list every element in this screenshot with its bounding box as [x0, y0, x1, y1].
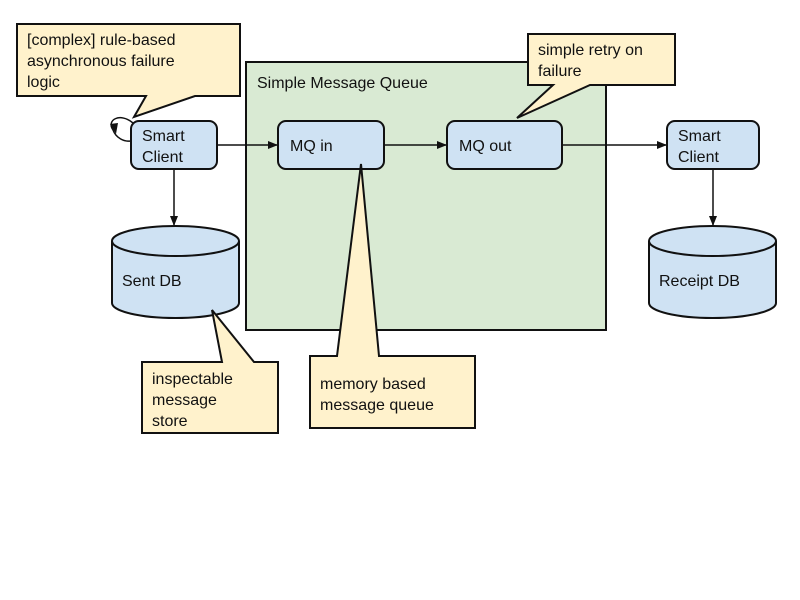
- node-mq-in[interactable]: MQ in: [277, 120, 385, 170]
- node-label: Client: [142, 149, 183, 166]
- group-label: Simple Message Queue: [257, 75, 428, 92]
- simple-message-queue-group: Simple Message Queue: [245, 61, 607, 331]
- database-icon: [648, 241, 777, 319]
- callout-text: inspectable: [152, 371, 233, 388]
- node-mq-out[interactable]: MQ out: [446, 120, 563, 170]
- callout-failure-logic: [complex] rule-based asynchronous failur…: [16, 23, 241, 119]
- database-icon: [111, 241, 240, 319]
- node-smart-client-left[interactable]: Smart Client: [130, 120, 218, 170]
- self-loop-arrowhead-icon: [110, 123, 118, 134]
- callout-message-store: inspectable message store: [141, 309, 279, 434]
- callout-text: message queue: [320, 397, 434, 414]
- callout-text: asynchronous failure: [27, 53, 175, 70]
- callout-text: simple retry on: [538, 42, 643, 59]
- callout-text: failure: [538, 63, 582, 80]
- node-label: Client: [678, 149, 719, 166]
- callout-retry: simple retry on failure: [516, 33, 676, 119]
- callout-text: memory based: [320, 376, 426, 393]
- node-label: Receipt DB: [659, 273, 740, 290]
- node-label: MQ out: [459, 138, 512, 155]
- node-label: Smart: [678, 128, 721, 145]
- callout-text: logic: [27, 74, 60, 91]
- node-label: Sent DB: [122, 273, 182, 290]
- node-receipt-db[interactable]: Receipt DB: [648, 225, 777, 319]
- edges: [110, 116, 717, 226]
- node-sent-db[interactable]: Sent DB: [111, 225, 240, 319]
- self-loop-arrow: [110, 116, 134, 142]
- callout-text: store: [152, 413, 188, 430]
- node-label: MQ in: [290, 138, 333, 155]
- callout-memory-queue: memory based message queue: [309, 163, 476, 429]
- callout-text: [complex] rule-based: [27, 32, 176, 49]
- node-label: Smart: [142, 128, 185, 145]
- node-smart-client-right[interactable]: Smart Client: [666, 120, 760, 170]
- callout-text: message: [152, 392, 217, 409]
